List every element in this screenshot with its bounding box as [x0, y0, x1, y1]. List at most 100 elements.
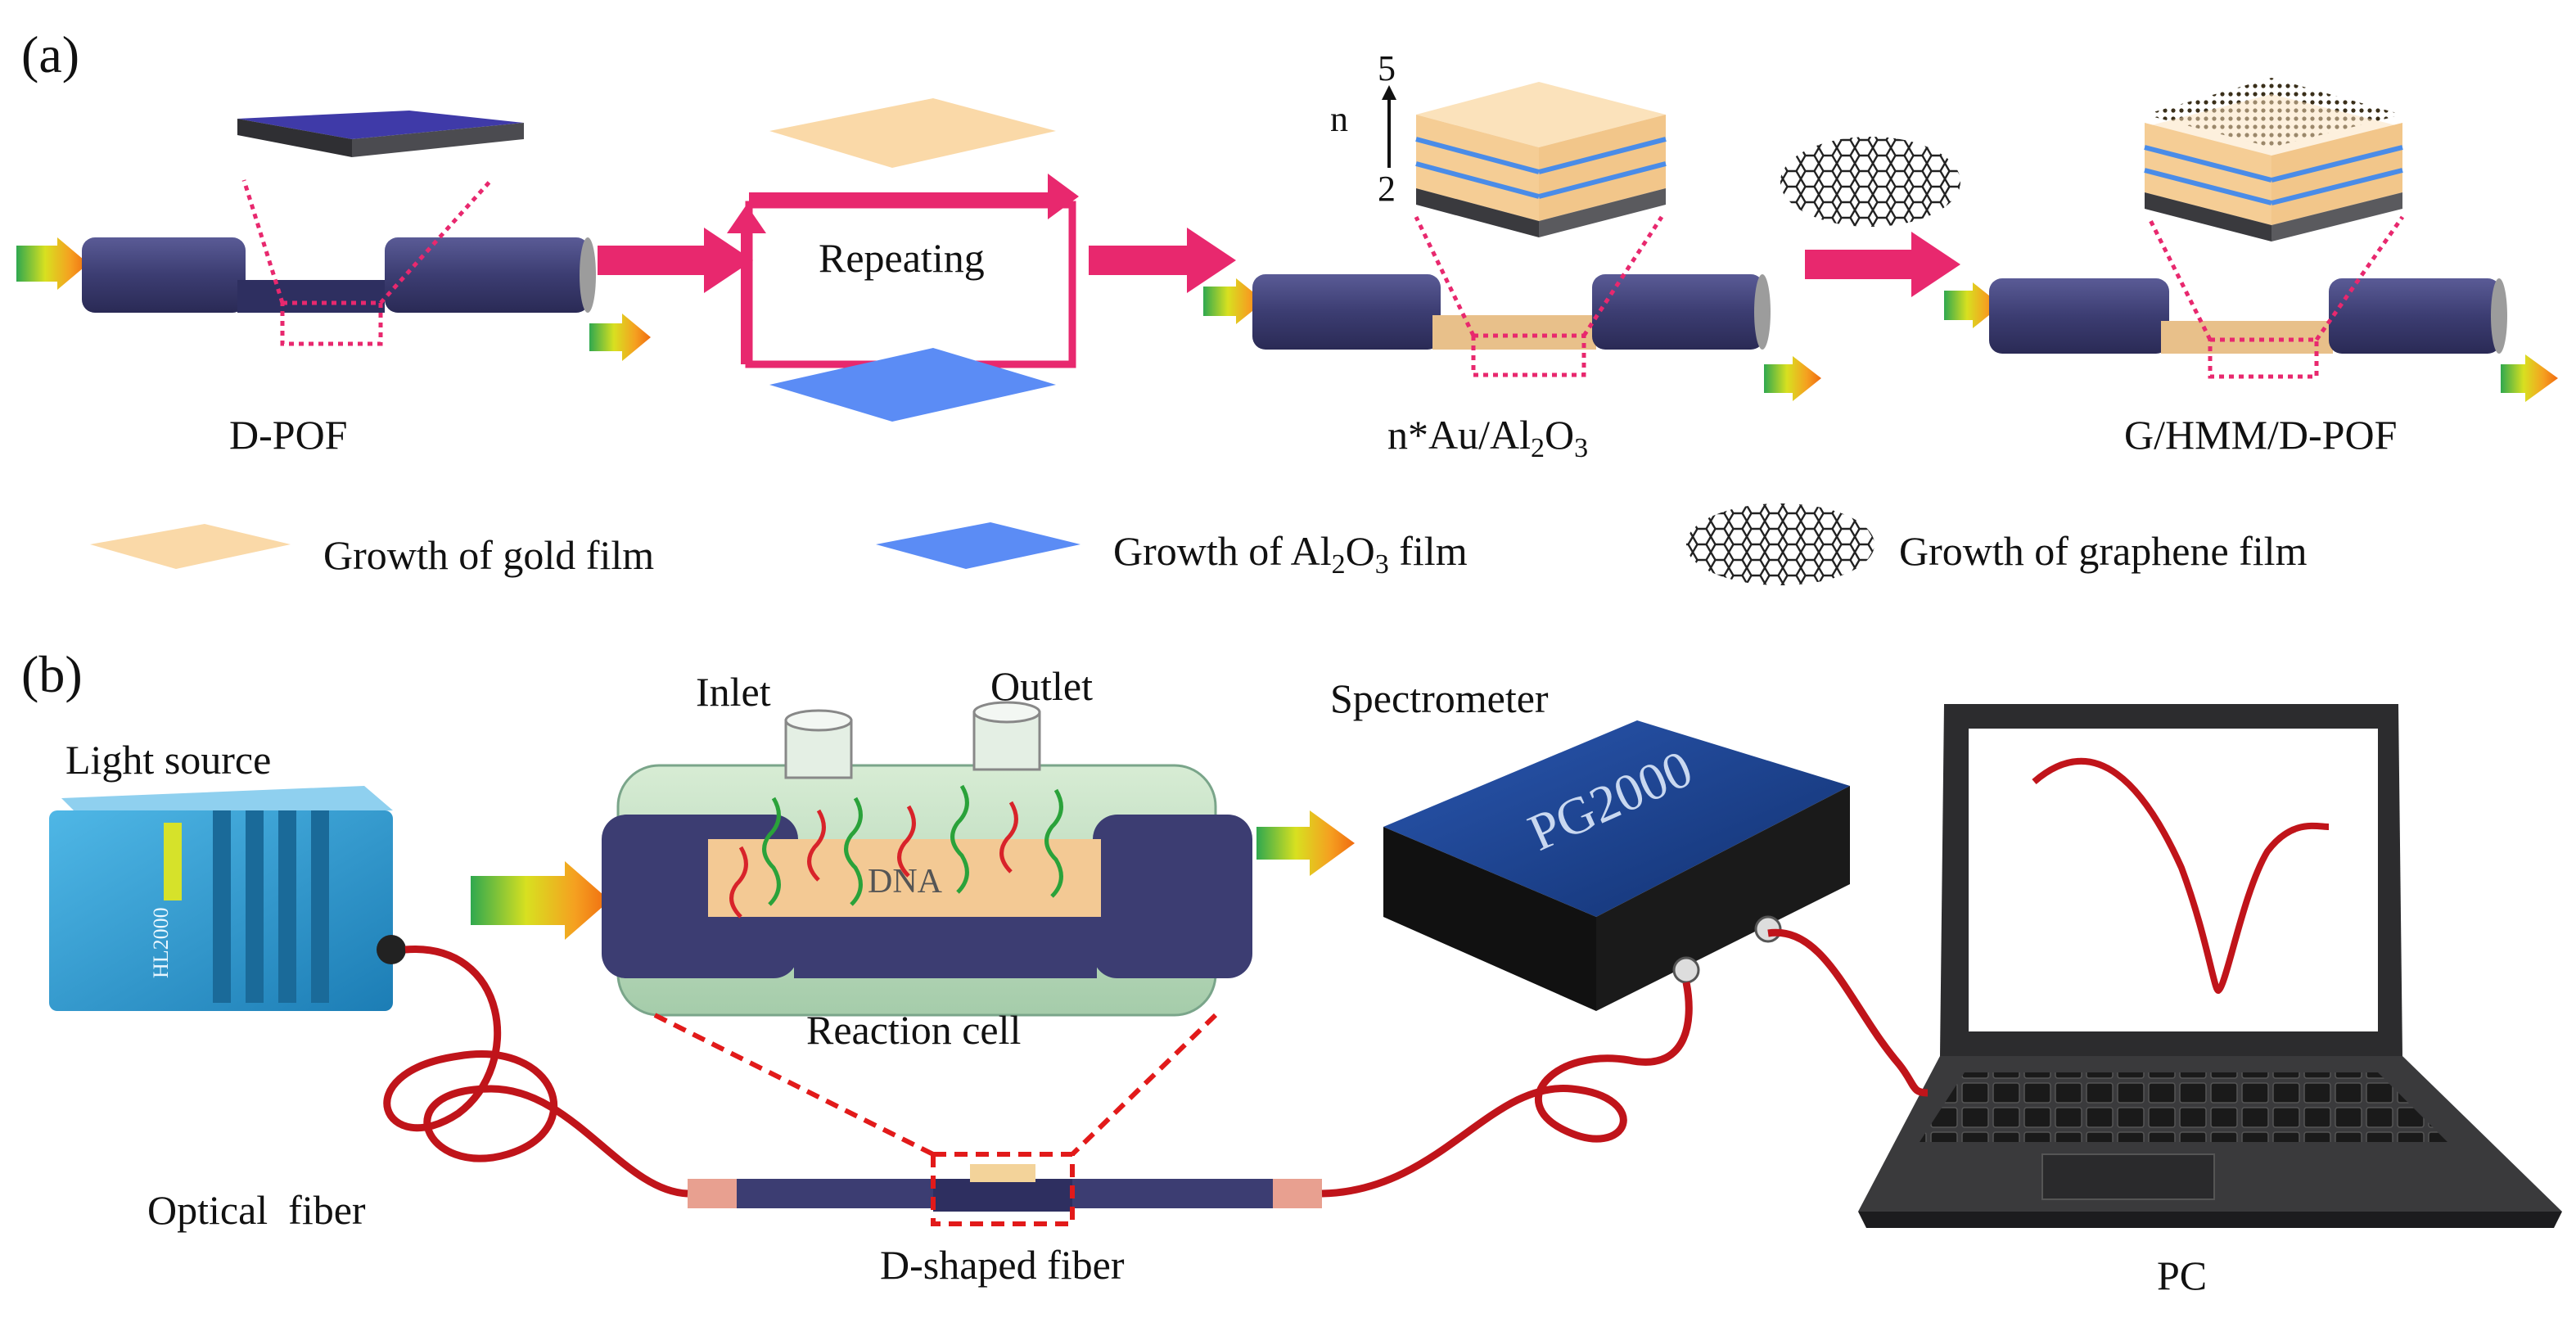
pc-data-cable: [1767, 928, 1929, 1097]
stage4-zoom-line-left: [2146, 215, 2213, 341]
panel-a-label: (a): [21, 25, 79, 84]
stage3-input-light-arrow: [1203, 278, 1265, 324]
stage4-zoom-region: [2208, 337, 2319, 379]
stage3-fiber-right: [1592, 274, 1764, 350]
fiber-body-left: [737, 1179, 933, 1208]
stage4-block-base-right: [2271, 192, 2402, 241]
legend-gold-swatch: [90, 524, 291, 569]
output-light-arrow: [1256, 810, 1355, 876]
light-source-brand: HL2000: [149, 907, 173, 978]
stage3-al2o3-line-2: [1415, 161, 1540, 199]
stage4-output-light-arrow: [2501, 354, 2558, 402]
stage4-block-left: [2145, 123, 2271, 225]
stage3-block-top: [1416, 82, 1666, 147]
light-source-fin-1: [213, 810, 231, 1003]
spectrometer-label: Spectrometer: [1330, 675, 1549, 721]
stage3-zoom-line-left: [1414, 215, 1476, 337]
stage1-label: D-POF: [229, 412, 347, 458]
fiber-body-mid: [933, 1179, 1072, 1212]
stage1-fiber-core: [237, 280, 385, 313]
light-source-fin-4: [311, 810, 329, 1003]
stage1-input-light-arrow: [16, 237, 88, 290]
inlet-label: Inlet: [696, 669, 771, 715]
stage3-fiber-left: [1252, 274, 1441, 350]
stage1-zoom-line-right: [379, 178, 493, 305]
pc-label: PC: [2157, 1253, 2207, 1298]
stage1-fiber-end: [580, 237, 596, 313]
dna-strand-2: [762, 797, 781, 906]
stage3-al2o3-line-2b: [1538, 161, 1667, 199]
stage3-block-right: [1539, 115, 1666, 221]
legend-al2o3-swatch: [876, 522, 1080, 569]
stage4-al2o3-line-2b: [2271, 168, 2403, 205]
stage4-block-base-left: [2145, 192, 2271, 241]
light-source-label: Light source: [65, 737, 271, 783]
stage2-repeating: Repeating: [727, 98, 1079, 422]
stage3-fiber-core: [1432, 315, 1596, 350]
stage3-block-left: [1416, 115, 1539, 221]
stage3-output-light-arrow: [1764, 356, 1821, 401]
spectrometer-port-1: [1672, 956, 1700, 984]
stage1-fiber-left: [82, 237, 246, 313]
stage4-input-light-arrow: [1944, 282, 2001, 328]
graphene-flake: [1780, 137, 1960, 227]
process-arrow-3: [1805, 232, 1960, 297]
spectrum-curve: [2032, 757, 2330, 995]
stage3-block-base-left: [1416, 188, 1539, 237]
stage3-label: n*Au/Al2O3: [1387, 412, 1588, 463]
dna-strand-8: [1044, 788, 1063, 898]
spectrometer-device: Spectrometer PG2000: [1330, 675, 1850, 1011]
spectrometer-front: [1383, 827, 1596, 1011]
stage3-zoom-region: [1471, 333, 1586, 377]
cell-zoom-line-right: [1070, 1013, 1218, 1157]
optical-fiber-label: Optical fiber: [147, 1187, 366, 1233]
dna-strand-6: [950, 784, 969, 894]
stage4-fiber-end: [2491, 278, 2507, 354]
fiber-connector-right: [1273, 1179, 1322, 1208]
stage3-block-base-right: [1539, 188, 1666, 237]
stage3-zoom-line-right: [1581, 215, 1664, 337]
optical-fiber-cable-right: [1321, 982, 1693, 1198]
light-source-fin-3: [278, 810, 296, 1003]
legend-graphene-swatch: [1686, 503, 1874, 585]
legend-gold-label: Growth of gold film: [323, 532, 654, 578]
al2o3-film-plate: [769, 348, 1056, 422]
dna-strand-1: [729, 846, 748, 919]
process-arrow-2: [1089, 228, 1236, 293]
stage4-al2o3-line-1b: [2271, 145, 2403, 183]
fiber-connector-left: [688, 1179, 737, 1208]
repeating-loop-box: [745, 201, 1076, 368]
dna-strand-7: [999, 801, 1018, 873]
stage1-fiber-right: [385, 237, 589, 313]
layer-axis-arrowhead: [1382, 85, 1396, 100]
repeating-loop-arrow-top: [749, 174, 1079, 219]
cell-gold-film: [708, 839, 1101, 917]
stage4-fiber-right: [2329, 278, 2501, 354]
d-shaped-zoom-box: [931, 1152, 1075, 1226]
fiber-body-right: [1072, 1179, 1273, 1208]
dna-strand-3: [807, 809, 826, 882]
inlet-port-rim: [784, 709, 853, 732]
spectrometer-side: [1596, 786, 1850, 1011]
repeating-loop-arrow-left: [727, 205, 766, 364]
reaction-cell: Inlet Outlet DNA Reaction cell: [602, 663, 1252, 1053]
stage3-al2o3-line-1: [1415, 137, 1540, 174]
input-light-arrow: [471, 861, 610, 940]
repeating-label: Repeating: [819, 235, 985, 281]
stage3-fiber-end: [1754, 274, 1771, 350]
stage4-al2o3-line-2: [2144, 168, 2272, 205]
stage1-substrate-side: [237, 119, 352, 157]
stage4-g-hmm-d-pof: G/HMM/D-POF: [1944, 78, 2558, 458]
light-source-led-bar: [164, 823, 182, 900]
stage4-label: G/HMM/D-POF: [2124, 412, 2397, 458]
stage4-block-right: [2271, 123, 2402, 225]
pc-laptop: PC: [1858, 704, 2562, 1298]
legend-al2o3-label: Growth of Al2O3 film: [1113, 528, 1468, 580]
laptop-base-front: [1858, 1212, 2562, 1228]
dna-strand-5: [897, 805, 916, 878]
stage4-fiber-core: [2161, 321, 2333, 354]
laptop-screen: [1969, 729, 2378, 1031]
light-source-device: Light source HL2000: [49, 737, 406, 1011]
layer-axis-bottom: 2: [1378, 169, 1396, 209]
